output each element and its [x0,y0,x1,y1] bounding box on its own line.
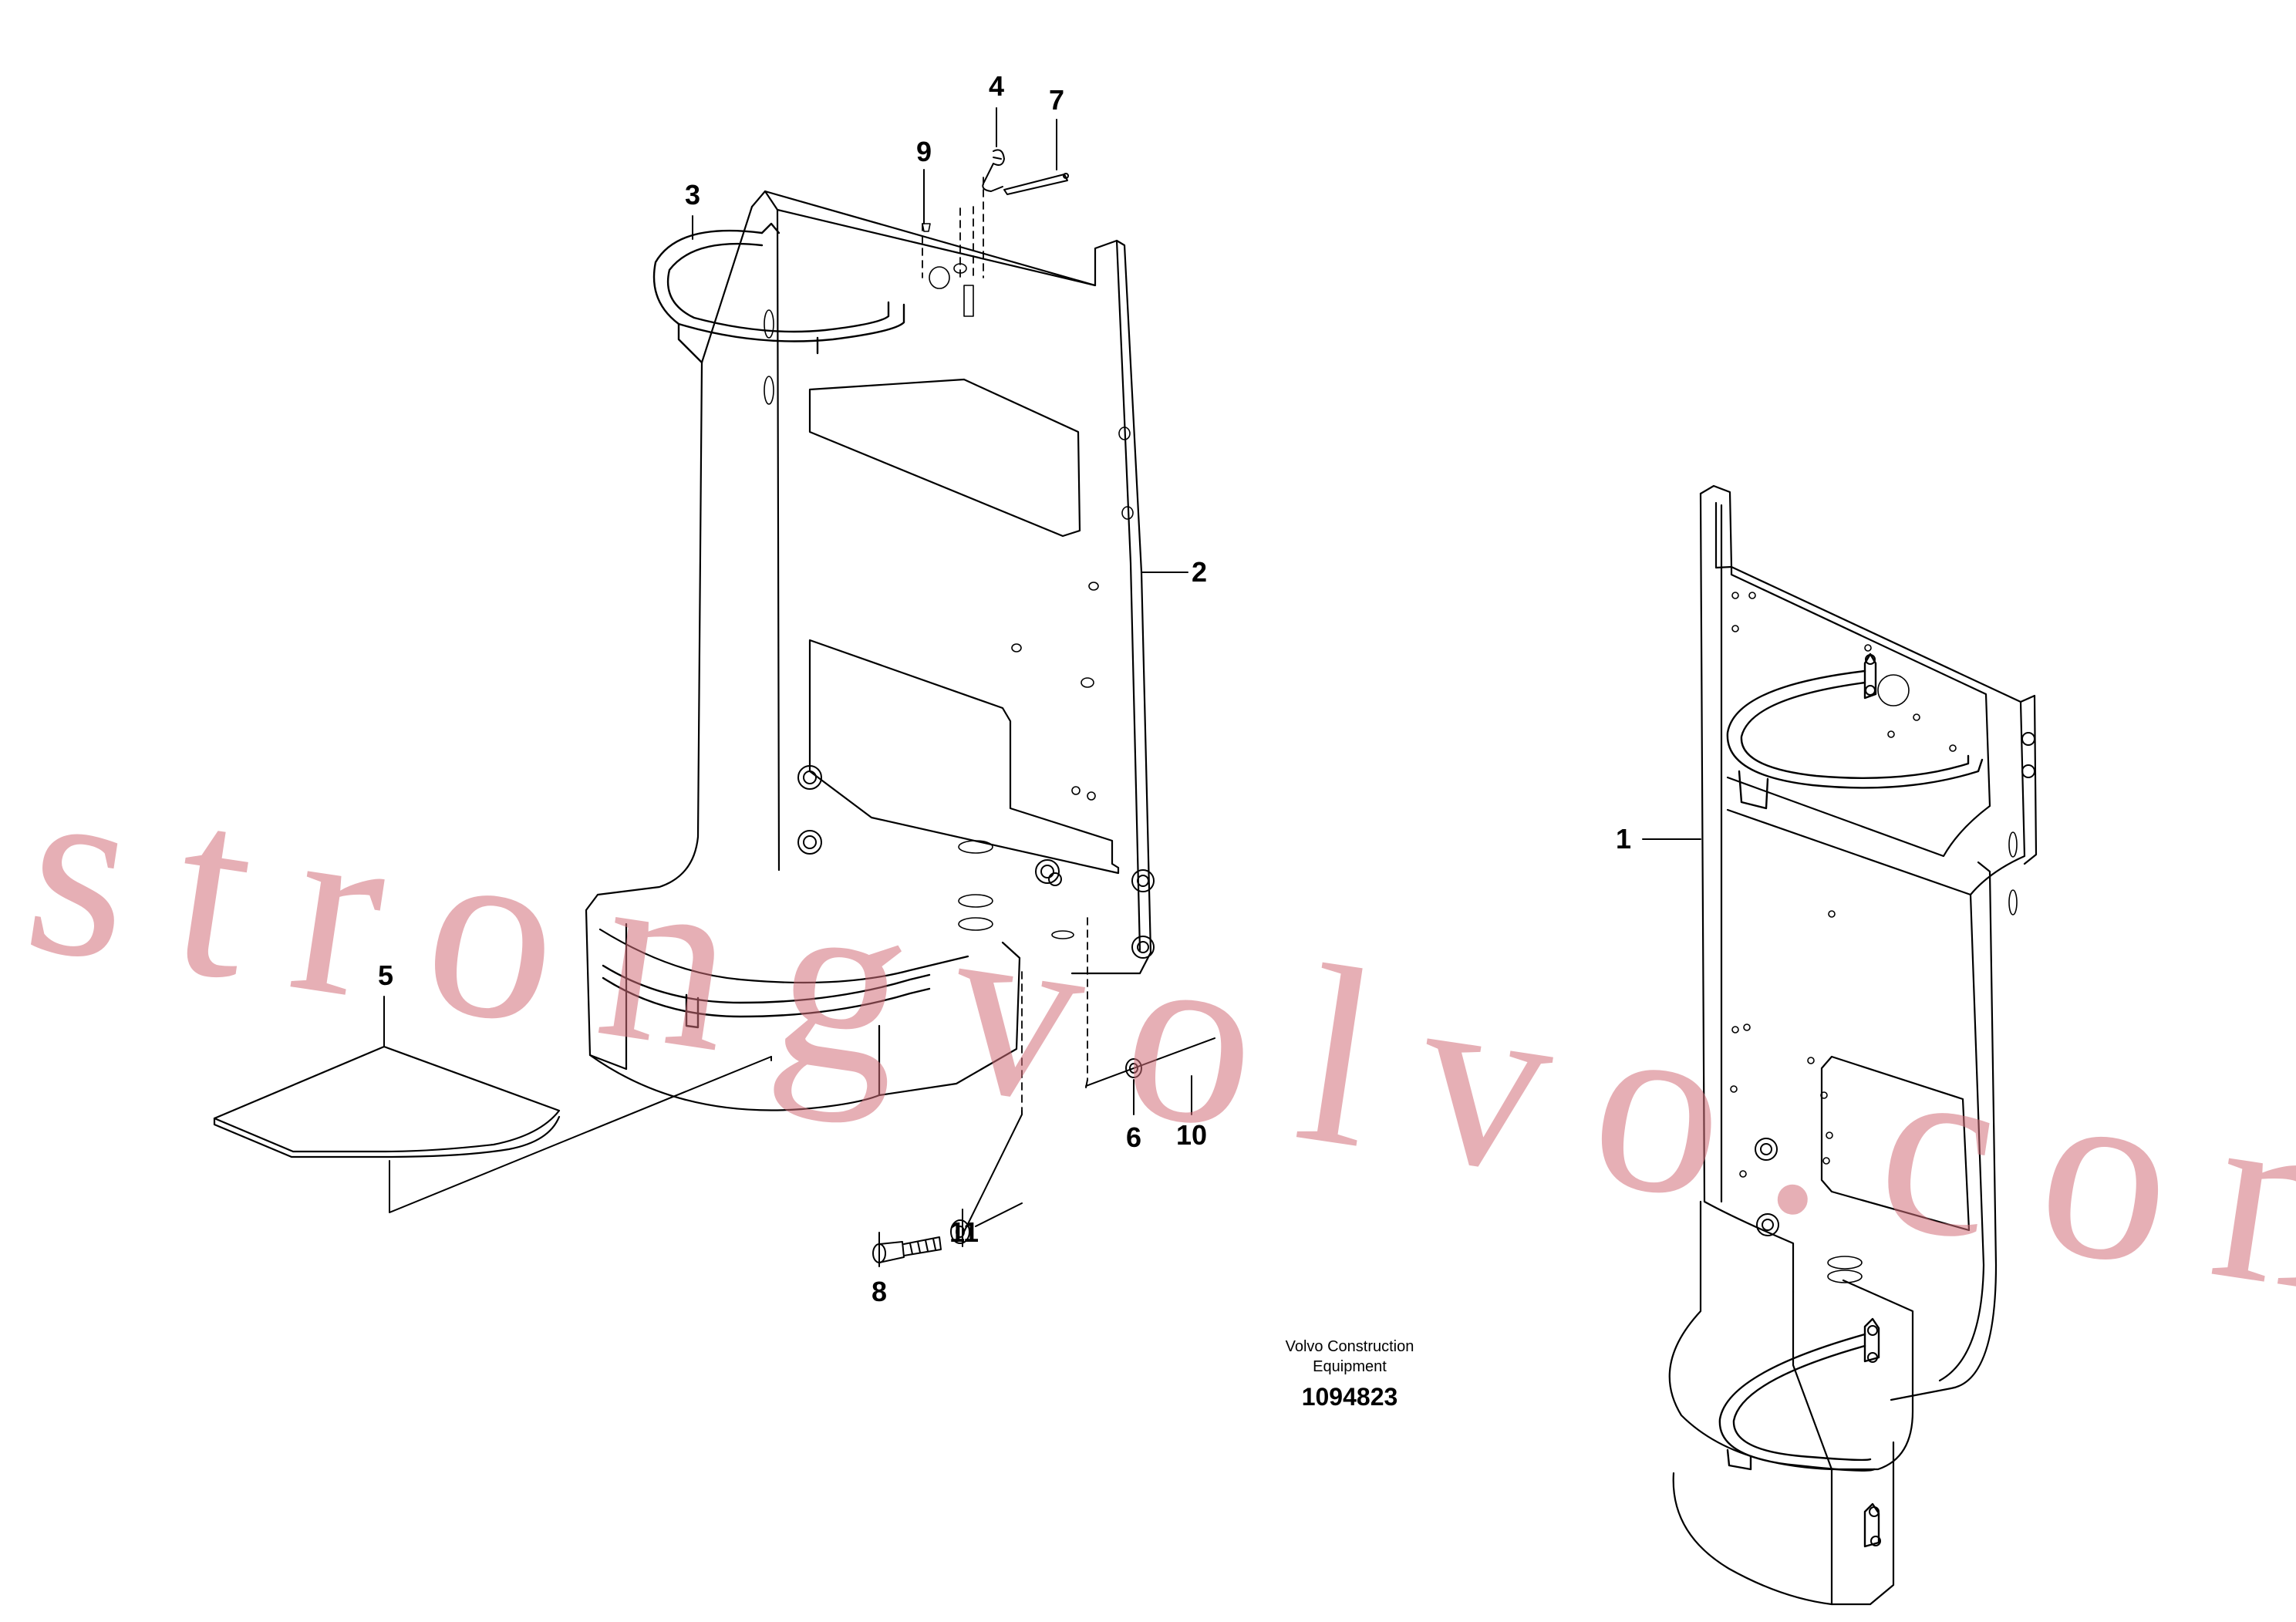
callout-7: 7 [1048,84,1065,116]
callout-8: 8 [871,1276,888,1307]
callout-5: 5 [377,959,394,991]
bracket-assembly-left [585,177,1155,1111]
callout-11: 11 [949,1216,979,1248]
hardware [872,1058,1142,1263]
lower-strap [602,964,931,1029]
callout-10: 10 [1175,1119,1208,1151]
brand-line-2: Equipment [1313,1358,1387,1375]
upper-strap [652,222,905,364]
callout-3: 3 [684,179,701,211]
callout-6: 6 [1125,1121,1142,1153]
leader-lines [383,107,1701,1267]
brand-line-1: Volvo Construction [1285,1338,1414,1355]
drawing-number: 1094823 [1301,1383,1398,1411]
lock-pin-parts [982,149,1069,195]
callout-4: 4 [988,70,1005,102]
floor-mat [213,1045,561,1158]
bracket-assembly-right [1668,484,2038,1606]
callout-2: 2 [1191,556,1208,588]
brand-block: Volvo Construction Equipment 1094823 [1286,1337,1414,1411]
callout-1: 1 [1615,823,1632,855]
callout-9: 9 [915,136,932,167]
